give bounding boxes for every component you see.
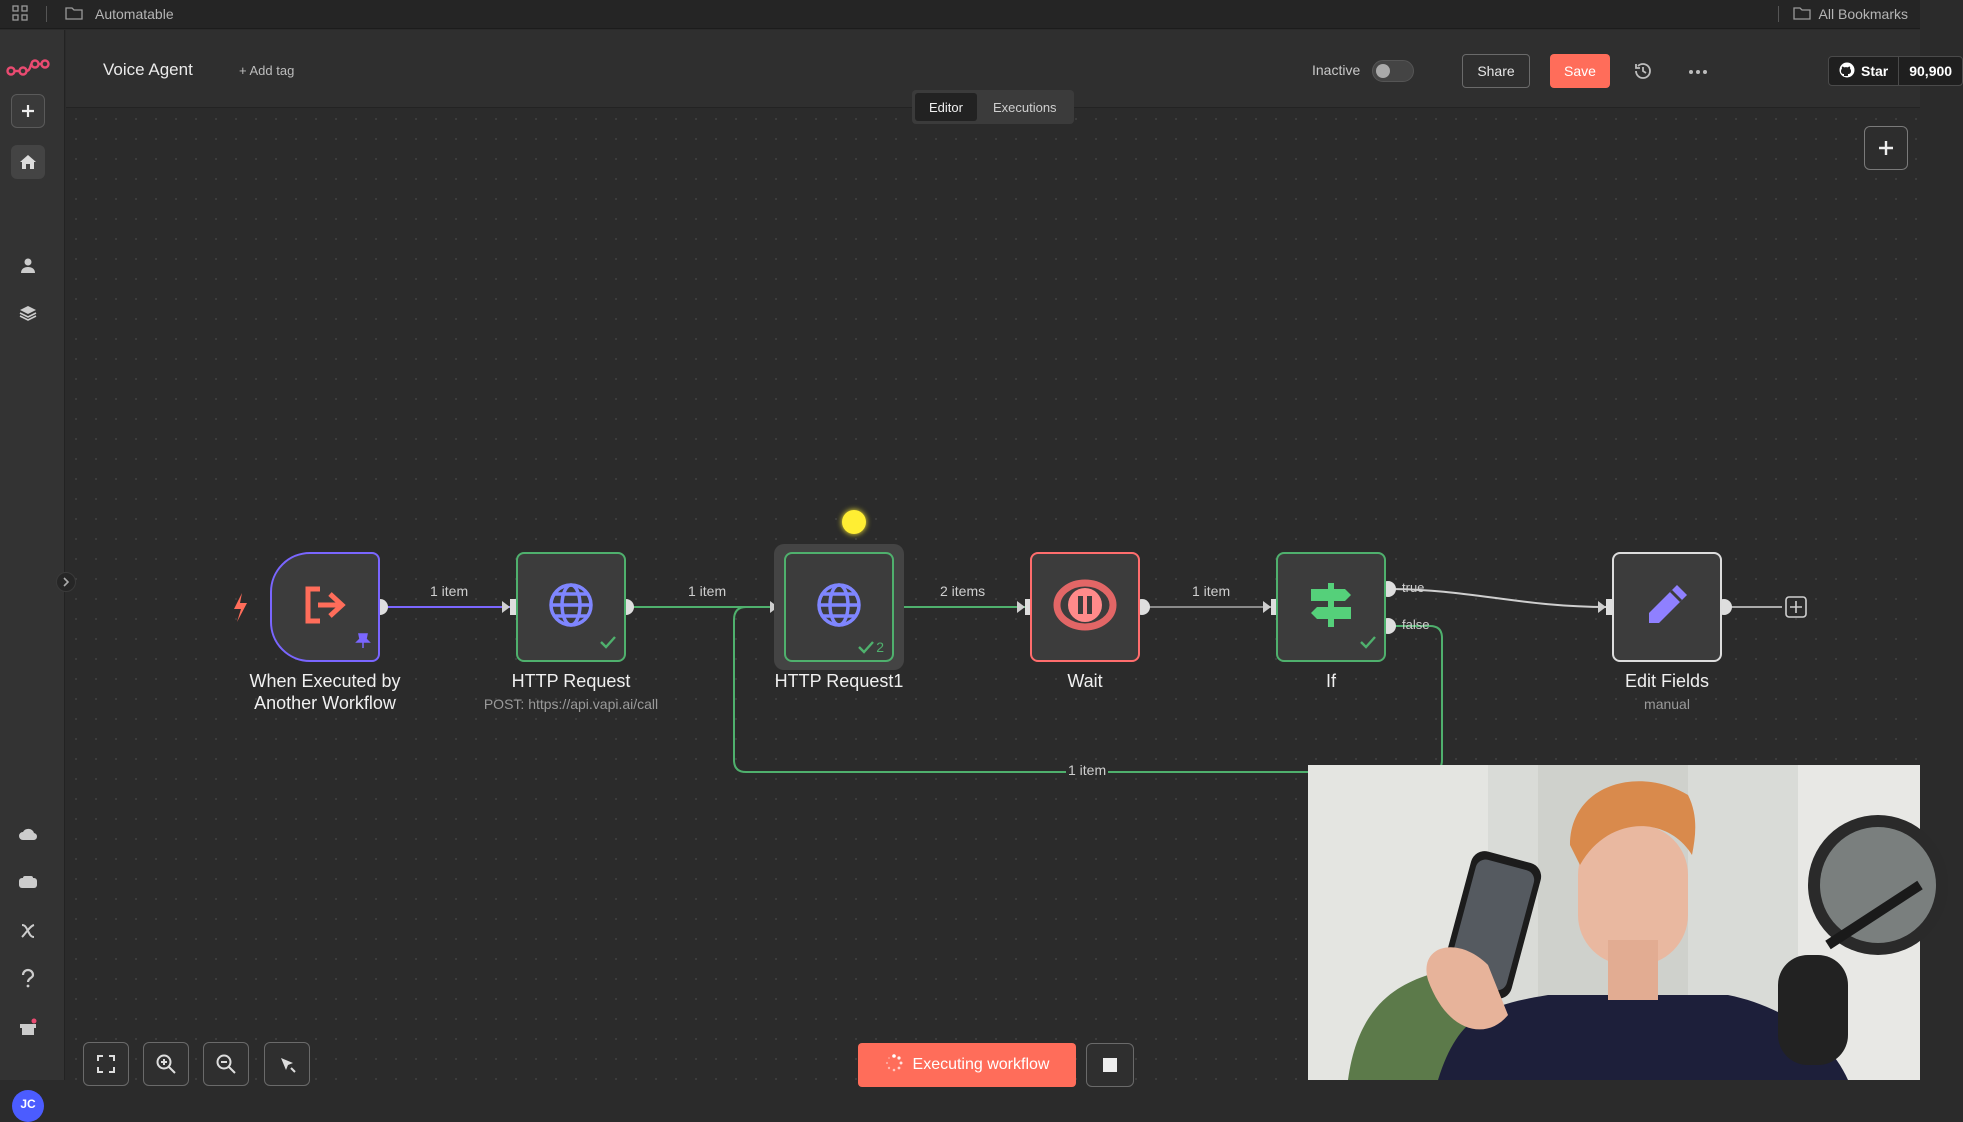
- input-handle[interactable]: [1271, 599, 1277, 615]
- node-label-http-request: HTTP Request: [511, 671, 631, 691]
- help-icon[interactable]: [11, 962, 45, 996]
- node-http-request[interactable]: [516, 552, 626, 662]
- pencil-icon: [1643, 581, 1691, 634]
- input-handle[interactable]: [1606, 599, 1612, 615]
- node-wait[interactable]: [1030, 552, 1140, 662]
- node-http-request1[interactable]: 2: [784, 552, 894, 662]
- n8n-logo-icon[interactable]: [6, 50, 50, 84]
- trigger-lightning-icon: [234, 593, 247, 622]
- connection-if-true-to-edit[interactable]: [1387, 588, 1609, 608]
- zoom-out-button[interactable]: [203, 1042, 249, 1086]
- cursor-sparkle-icon: [281, 1058, 296, 1073]
- active-state-label: Inactive: [1312, 62, 1361, 78]
- fit-view-icon: [97, 1055, 115, 1073]
- open-nodes-panel-button[interactable]: [1864, 126, 1908, 170]
- node-subtitle-http-request: POST: https://api.vapi.ai/call: [483, 696, 659, 712]
- folder-icon: [65, 6, 83, 23]
- node-subtitle-edit-fields: manual: [1644, 696, 1690, 712]
- connection-label: 1 item: [1190, 583, 1233, 599]
- all-bookmarks-link[interactable]: All Bookmarks: [1818, 6, 1908, 22]
- connection-label: 1 item: [428, 583, 471, 599]
- user-avatar[interactable]: JC: [12, 1090, 44, 1122]
- tidy-up-button[interactable]: [264, 1042, 310, 1086]
- github-star-button[interactable]: Star: [1829, 57, 1900, 85]
- node-label-edit-fields: Edit Fields: [1624, 671, 1710, 691]
- bookmarks-separator: [1777, 6, 1779, 22]
- github-star-label: Star: [1861, 63, 1889, 79]
- connection-label: 2 items: [938, 583, 988, 599]
- share-button[interactable]: Share: [1462, 54, 1530, 88]
- input-handle[interactable]: [510, 599, 516, 615]
- more-options-icon[interactable]: [1684, 60, 1712, 82]
- workflow-name[interactable]: Voice Agent: [103, 60, 193, 79]
- stop-execution-button[interactable]: [1086, 1043, 1134, 1087]
- node-execute-workflow-trigger[interactable]: [270, 552, 380, 662]
- layers-icon[interactable]: [11, 296, 45, 330]
- if-false-label: false: [1402, 617, 1430, 632]
- bookmarks-separator: [46, 6, 47, 22]
- home-icon[interactable]: [11, 145, 45, 179]
- arrow-head: [502, 601, 510, 613]
- folder-icon: [1792, 6, 1811, 23]
- github-icon: [1839, 62, 1855, 81]
- success-check-icon: [858, 641, 875, 654]
- success-check-icon: [1360, 635, 1376, 654]
- cloud-icon[interactable]: [11, 817, 45, 851]
- active-toggle[interactable]: [1372, 60, 1414, 82]
- bookmarks-bar: Automatable All Bookmarks: [0, 0, 1920, 29]
- stop-icon: [1103, 1058, 1117, 1072]
- presenter-video-frame: [1308, 765, 1948, 1080]
- input-handle[interactable]: [1025, 599, 1031, 615]
- add-tag-button[interactable]: + Add tag: [239, 63, 295, 78]
- zoom-out-icon: [216, 1054, 236, 1074]
- connection-label: 1 item: [686, 583, 729, 599]
- variables-icon[interactable]: [11, 914, 45, 948]
- pin-icon: [355, 633, 371, 654]
- apps-grid-icon[interactable]: [12, 4, 28, 24]
- globe-icon: [547, 581, 595, 634]
- toggle-knob: [1376, 64, 1390, 78]
- node-edit-fields[interactable]: [1612, 552, 1722, 662]
- node-label-trigger: When Executed by Another Workflow: [249, 671, 401, 713]
- exit-arrow-icon: [302, 585, 348, 630]
- signpost-icon: [1307, 581, 1355, 634]
- templates-icon[interactable]: [11, 865, 45, 899]
- left-sidebar: JC: [0, 30, 65, 1122]
- history-icon[interactable]: [1632, 60, 1654, 82]
- run-count-badge: 2: [858, 639, 884, 655]
- mouse-cursor-highlight: [842, 510, 866, 534]
- tab-editor[interactable]: Editor: [915, 93, 977, 121]
- node-label-http-request1: HTTP Request1: [774, 671, 904, 691]
- github-star-count: 90,900: [1909, 63, 1953, 79]
- fit-view-button[interactable]: [83, 1042, 129, 1086]
- add-next-node-button[interactable]: [1785, 596, 1807, 618]
- gift-icon[interactable]: [11, 1010, 45, 1044]
- node-label-wait: Wait: [1067, 671, 1103, 691]
- zoom-in-button[interactable]: [143, 1042, 189, 1086]
- save-button[interactable]: Save: [1550, 54, 1610, 88]
- globe-icon: [815, 581, 863, 634]
- arrow-head: [1598, 601, 1606, 613]
- user-icon[interactable]: [11, 248, 45, 282]
- create-button[interactable]: [11, 94, 45, 128]
- tab-executions[interactable]: Executions: [992, 99, 1057, 115]
- connection-label-loop: 1 item: [1066, 762, 1109, 778]
- node-if[interactable]: [1276, 552, 1386, 662]
- zoom-in-icon: [156, 1054, 176, 1074]
- arrow-head: [1263, 601, 1271, 613]
- bookmark-folder-automatable[interactable]: Automatable: [95, 6, 174, 22]
- success-check-icon: [600, 635, 616, 654]
- view-tabs: Editor Executions: [912, 90, 1074, 124]
- arrow-head: [1017, 601, 1025, 613]
- node-label-if: If: [1325, 671, 1336, 691]
- pause-icon: [1049, 575, 1121, 640]
- github-star-widget[interactable]: Star 90,900: [1828, 56, 1963, 86]
- sidebar-expand-chevron-icon[interactable]: [56, 572, 76, 592]
- spinner-icon: [885, 1053, 903, 1077]
- executing-label: Executing workflow: [912, 1056, 1050, 1073]
- webcam-overlay-video: [1308, 765, 1948, 1080]
- executing-workflow-button[interactable]: Executing workflow: [858, 1043, 1076, 1087]
- if-true-label: true: [1402, 580, 1425, 595]
